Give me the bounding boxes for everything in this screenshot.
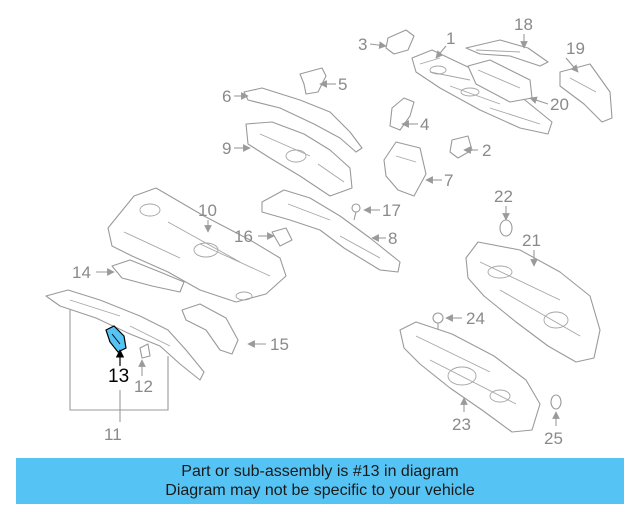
part-23-insulator <box>399 321 541 433</box>
callout-20: 20 <box>550 95 569 114</box>
callout-10: 10 <box>198 201 217 220</box>
part-22-grommet <box>499 219 513 237</box>
callout-16: 16 <box>234 227 253 246</box>
banner-line-part-info: Part or sub-assembly is #13 in diagram <box>181 463 459 480</box>
leader-lines <box>69 34 579 426</box>
part-25-grommet <box>550 394 562 410</box>
callout-19: 19 <box>566 39 585 58</box>
banner-line-disclaimer: Diagram may not be specific to your vehi… <box>165 482 475 499</box>
part-8-crossmember <box>261 189 401 273</box>
callout-3: 3 <box>358 35 367 54</box>
callout-23: 23 <box>452 415 471 434</box>
part-24-clip <box>432 312 444 330</box>
callout-4: 4 <box>420 115 429 134</box>
callout-2: 2 <box>482 141 491 160</box>
callout-12: 12 <box>134 377 153 396</box>
part-18-bracket <box>465 39 549 67</box>
callout-9: 9 <box>222 139 231 158</box>
callout-24: 24 <box>466 309 485 328</box>
callout-11: 11 <box>104 425 122 444</box>
callout-21: 21 <box>522 231 541 250</box>
callout-5: 5 <box>338 75 347 94</box>
callout-7: 7 <box>444 171 453 190</box>
callout-25: 25 <box>544 429 563 448</box>
part-2-plate <box>449 135 473 159</box>
callout-15: 15 <box>270 335 289 354</box>
part-13-highlighted <box>105 325 127 353</box>
part-5-bracket <box>299 67 327 95</box>
part-16-bracket <box>271 227 293 247</box>
part-12-clip <box>139 343 151 359</box>
part-17-bolt <box>351 203 361 221</box>
callout-8: 8 <box>388 229 397 248</box>
part-15-brace <box>181 303 239 355</box>
callout-18: 18 <box>514 15 533 34</box>
part-1-cowl-panel <box>411 49 553 135</box>
callout-17: 17 <box>382 201 401 220</box>
part-4-bracket <box>389 97 415 131</box>
part-19-end-panel <box>559 63 613 123</box>
info-banner: Part or sub-assembly is #13 in diagram D… <box>16 458 624 504</box>
part-6-reinforcement <box>243 87 363 153</box>
callout-13-highlighted: 13 <box>108 366 129 387</box>
part-14-brace <box>111 259 185 293</box>
part-3-clip <box>385 29 415 55</box>
callout-1: 1 <box>446 29 455 48</box>
part-7-bracket <box>383 141 427 197</box>
part-10-dash-panel <box>107 187 287 303</box>
parts-diagram: 1 2 3 4 5 6 7 8 9 10 11 12 13 14 15 16 1… <box>45 15 613 448</box>
callout-6: 6 <box>222 87 231 106</box>
callout-14: 14 <box>72 263 91 282</box>
part-9-panel <box>245 121 353 197</box>
callout-22: 22 <box>494 187 513 206</box>
part-11-side-member <box>45 289 205 381</box>
part-21-insulator <box>465 241 601 363</box>
